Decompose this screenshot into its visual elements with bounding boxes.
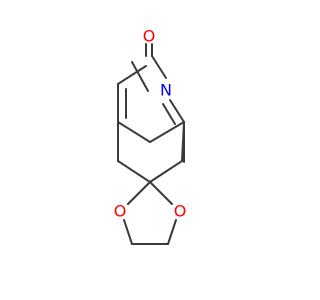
bond-c2-n	[151, 55, 167, 79]
bond-c8a-c4a	[149, 121, 185, 143]
bond-n-c8a-a	[169, 99, 185, 123]
dioxolane-oxygen-right-label: O	[174, 202, 187, 221]
bond-spiro-o-left	[127, 181, 151, 205]
bond-ch2-o-right	[167, 219, 177, 245]
dioxolane-oxygen-left-label: O	[114, 202, 127, 221]
molecule-structure: O N O O	[114, 27, 187, 245]
bond-c3-c2	[117, 65, 147, 85]
carbonyl-oxygen-label: O	[143, 27, 156, 46]
bond-o-left-ch2	[123, 219, 133, 245]
bond-c2-c3	[131, 61, 149, 92]
bond-c4a-c4	[117, 121, 151, 143]
ring-nitrogen-label: N	[160, 81, 172, 100]
bond-c8a-c8-real	[181, 121, 185, 162]
bond-spiro-c5	[117, 160, 151, 183]
bond-n-c8a-b	[162, 103, 176, 125]
bond-spiro-o-right	[149, 181, 173, 205]
bond-c7-spiro	[149, 160, 183, 183]
